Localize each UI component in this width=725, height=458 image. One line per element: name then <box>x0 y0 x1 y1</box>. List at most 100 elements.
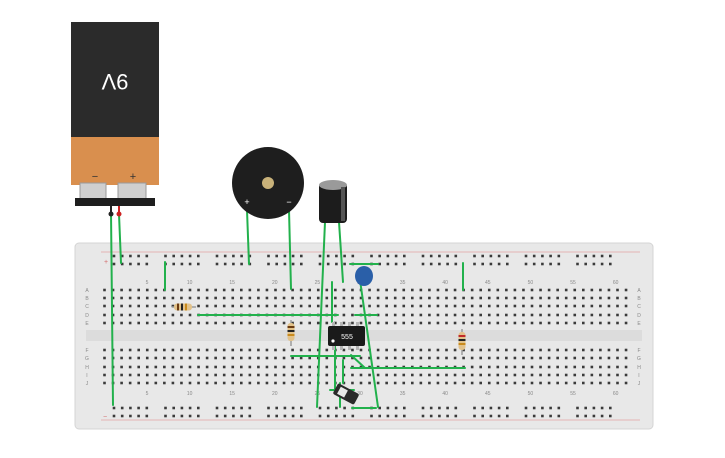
breadboard-hole <box>539 304 542 308</box>
breadboard-hole <box>564 365 568 369</box>
breadboard-hole <box>393 381 397 385</box>
breadboard-hole <box>556 356 559 360</box>
breadboard-hole <box>316 304 320 308</box>
breadboard-hole <box>489 406 493 410</box>
breadboard-hole <box>214 365 217 369</box>
chip-pin <box>332 322 335 326</box>
row-label: J <box>86 381 89 387</box>
capacitor-top <box>319 180 347 190</box>
resistor-2-band <box>287 330 295 332</box>
breadboard-hole <box>145 406 149 410</box>
breadboard-hole <box>376 321 380 325</box>
breadboard-hole <box>505 304 508 308</box>
breadboard-hole <box>607 288 611 292</box>
breadboard-hole <box>582 356 585 360</box>
breadboard-hole <box>112 414 116 418</box>
breadboard-hole <box>411 304 414 308</box>
breadboard-hole <box>453 296 457 300</box>
row-label: C <box>85 304 89 310</box>
breadboard-hole <box>497 406 501 410</box>
breadboard-hole <box>351 254 355 258</box>
breadboard-hole <box>171 313 175 317</box>
breadboard-hole <box>624 296 628 300</box>
breadboard-hole <box>120 313 123 317</box>
column-number-label: 20 <box>272 391 278 397</box>
breadboard-hole <box>556 313 559 317</box>
breadboard-hole <box>549 414 552 418</box>
breadboard-hole <box>171 288 175 292</box>
breadboard-hole <box>188 254 192 258</box>
breadboard-hole <box>120 356 123 360</box>
breadboard-hole <box>214 288 217 292</box>
breadboard-hole <box>103 348 106 352</box>
breadboard-hole <box>188 381 192 385</box>
breadboard-hole <box>522 296 525 300</box>
breadboard-hole <box>197 373 200 377</box>
breadboard-hole <box>334 288 337 292</box>
breadboard-hole <box>223 406 227 410</box>
breadboard-hole <box>421 414 425 418</box>
breadboard-hole <box>607 356 611 360</box>
breadboard-hole <box>489 254 493 258</box>
breadboard-hole <box>556 296 559 300</box>
breadboard-hole <box>283 406 287 410</box>
row-label: J <box>638 381 641 387</box>
breadboard-hole <box>547 288 551 292</box>
breadboard-hole <box>513 304 517 308</box>
breadboard-hole <box>419 381 423 385</box>
breadboard-hole <box>137 373 140 377</box>
breadboard-hole <box>530 288 534 292</box>
breadboard-hole <box>584 262 587 266</box>
breadboard-hole <box>573 348 577 352</box>
breadboard-hole <box>265 304 269 308</box>
breadboard-hole <box>419 288 423 292</box>
breadboard-hole <box>283 414 287 418</box>
resistor-3 <box>458 329 466 355</box>
breadboard-hole <box>291 356 294 360</box>
breadboard-hole <box>403 262 406 266</box>
resistor-3-band <box>458 335 466 337</box>
row-label: H <box>85 365 89 371</box>
breadboard-hole <box>436 296 440 300</box>
breadboard-hole <box>599 381 602 385</box>
breadboard-hole <box>359 356 363 360</box>
breadboard-hole <box>164 406 167 410</box>
breadboard-hole <box>129 406 132 410</box>
breadboard-hole <box>393 373 397 377</box>
breadboard-hole <box>479 365 482 369</box>
breadboard-hole <box>137 254 140 258</box>
breadboard-hole <box>164 254 167 258</box>
breadboard-hole <box>257 365 260 369</box>
breadboard-hole <box>599 304 602 308</box>
breadboard-hole <box>137 288 140 292</box>
breadboard-hole <box>573 381 577 385</box>
breadboard-hole <box>300 414 303 418</box>
breadboard-hole <box>479 373 482 377</box>
breadboard-hole <box>129 262 132 266</box>
battery-minus-terminal <box>79 182 107 200</box>
breadboard-hole <box>326 254 330 258</box>
breadboard-hole <box>419 348 423 352</box>
breadboard-hole <box>300 254 303 258</box>
breadboard-hole <box>205 288 209 292</box>
breadboard-hole <box>506 262 509 266</box>
breadboard-hole <box>291 381 294 385</box>
breadboard-hole <box>325 348 329 352</box>
breadboard-hole <box>582 313 585 317</box>
breadboard-hole <box>445 356 448 360</box>
breadboard-hole <box>402 348 406 352</box>
breadboard-hole <box>513 321 517 325</box>
breadboard-hole <box>590 296 594 300</box>
breadboard-hole <box>376 313 380 317</box>
breadboard-hole <box>154 348 158 352</box>
breadboard-hole <box>524 262 528 266</box>
breadboard-hole <box>403 414 406 418</box>
breadboard-hole <box>171 381 175 385</box>
breadboard-hole <box>436 356 440 360</box>
breadboard-hole <box>513 373 517 377</box>
breadboard-hole <box>599 356 602 360</box>
breadboard-hole <box>248 356 252 360</box>
breadboard-hole <box>590 321 594 325</box>
row-label: E <box>637 321 641 327</box>
